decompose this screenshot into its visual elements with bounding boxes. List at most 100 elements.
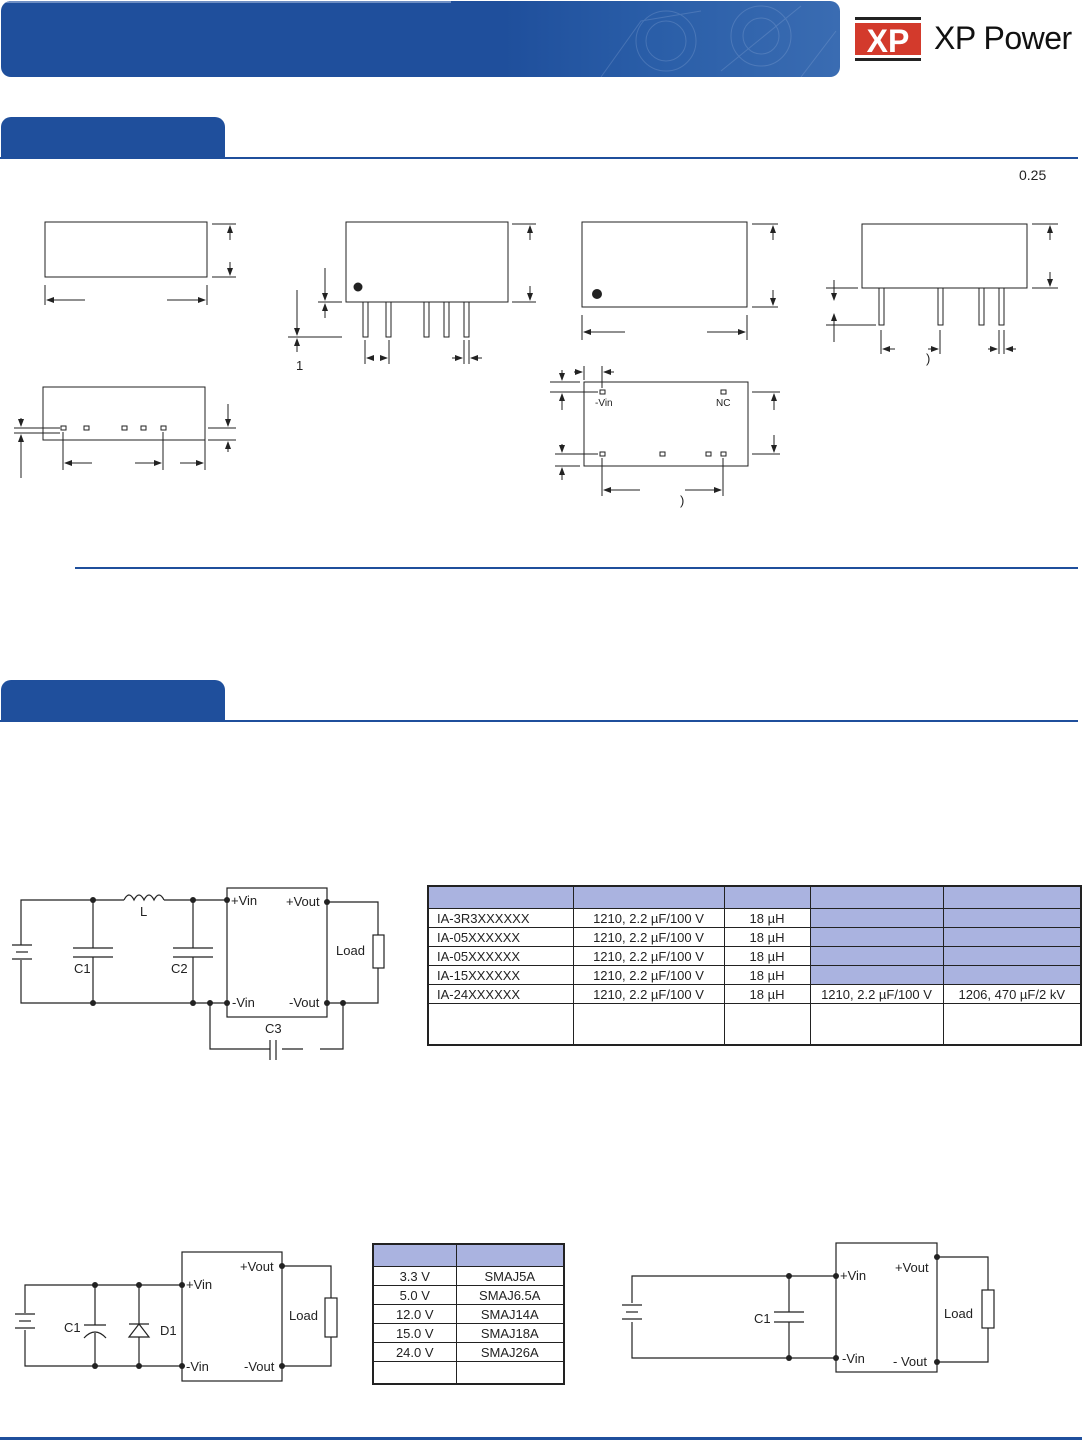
section-tab-applications (1, 680, 225, 721)
load-label: Load (336, 943, 365, 958)
end-view-note: ) (926, 351, 930, 366)
mechanical-drawings: 1 ) -Vin NC ) (14, 221, 1058, 508)
pvin-label: +Vin (840, 1268, 866, 1283)
voltage-cell: 15.0 V (372, 1323, 457, 1343)
footer-rule (0, 1437, 1082, 1440)
pvout-label: +Vout (240, 1259, 274, 1274)
l-cell: 18 µH (723, 908, 811, 928)
d1-label: D1 (160, 1323, 177, 1338)
divider (75, 567, 1078, 569)
pin-vin-label: -Vin (595, 398, 613, 409)
c2-label: C2 (171, 961, 188, 976)
banner-artwork (600, 5, 837, 77)
nvin-label: -Vin (232, 995, 255, 1010)
drawing-end-view (826, 223, 1058, 354)
section-rule (0, 157, 1078, 159)
tolerance-value: 0.25 (1019, 167, 1047, 183)
tvs-schematic: C1 D1 +Vin +Vout -Vin -Vout Load (15, 1251, 338, 1382)
part-cell: SMAJ26A (455, 1342, 565, 1362)
l-cell: 18 µH (723, 965, 811, 985)
pvout-label: +Vout (286, 894, 320, 909)
voltage-cell: 24.0 V (372, 1342, 457, 1362)
inductor-label: L (140, 904, 147, 919)
l-cell: 18 µH (723, 946, 811, 966)
voltage-cell: 12.0 V (372, 1304, 457, 1324)
section-tab-mechanical (1, 117, 225, 158)
c1-label: C1 (64, 1320, 81, 1335)
nvout-label: -Vout (244, 1359, 275, 1374)
part-cell: SMAJ6.5A (455, 1285, 565, 1305)
header-banner (1, 1, 840, 77)
pvin-label: +Vin (231, 893, 257, 908)
c1-cell: 1210, 2.2 µF/100 V (572, 965, 725, 985)
c2-cell (809, 908, 944, 928)
voltage-cell: 5.0 V (372, 1285, 457, 1305)
load-label: Load (289, 1308, 318, 1323)
pin-nc-label: NC (716, 398, 730, 409)
voltage-cell: 3.3 V (372, 1266, 457, 1286)
drawing-top-view-2 (581, 221, 778, 340)
model-cell: IA-05XXXXXX (427, 927, 574, 947)
c3-cell: 1206, 470 µF/2 kV (942, 984, 1082, 1004)
load-label: Load (944, 1306, 973, 1321)
c1-cell: 1210, 2.2 µF/100 V (572, 984, 725, 1004)
drawing-top-view (44, 221, 236, 305)
c1-cell: 1210, 2.2 µF/100 V (572, 946, 725, 966)
l-cell: 18 µH (723, 927, 811, 947)
table-row-empty (427, 1003, 1082, 1046)
model-cell: IA-15XXXXXX (427, 965, 574, 985)
capacitor-schematic: C1 +Vin +Vout -Vin - Vout Load (622, 1242, 995, 1373)
nvin-label: -Vin (842, 1351, 865, 1366)
table-row-empty (372, 1361, 565, 1385)
part-cell: SMAJ18A (455, 1323, 565, 1343)
pvin-label: +Vin (186, 1277, 212, 1292)
c1-cell: 1210, 2.2 µF/100 V (572, 927, 725, 947)
c2-cell: 1210, 2.2 µF/100 V (809, 984, 944, 1004)
c3-cell (942, 946, 1082, 966)
drawing-bottom-view-2 (550, 366, 780, 496)
c1-label: C1 (754, 1311, 771, 1326)
logo-mark-text: XP (867, 23, 910, 59)
model-cell: IA-24XXXXXX (427, 984, 574, 1004)
nvout-label: -Vout (289, 995, 320, 1010)
part-cell: SMAJ14A (455, 1304, 565, 1324)
c3-label: C3 (265, 1021, 282, 1036)
c2-cell (809, 965, 944, 985)
c2-cell (809, 927, 944, 947)
c1-label: C1 (74, 961, 91, 976)
c3-cell (942, 908, 1082, 928)
l-cell: 18 µH (723, 984, 811, 1004)
table-header-row (372, 1243, 565, 1267)
pin-1-label: 1 (296, 358, 303, 373)
c2-cell (809, 946, 944, 966)
nvout-label: - Vout (893, 1354, 927, 1369)
pvout-label: +Vout (895, 1260, 929, 1275)
drawing-side-view (288, 221, 536, 364)
section-rule-2 (0, 720, 1078, 722)
xp-logo-icon: XP (855, 17, 921, 61)
nvin-label: -Vin (186, 1359, 209, 1374)
part-cell: SMAJ5A (455, 1266, 565, 1286)
bottom-view-note: ) (680, 493, 684, 508)
brand-name: XP Power (934, 20, 1072, 56)
drawing-bottom-view (14, 386, 236, 478)
c3-cell (942, 965, 1082, 985)
filter-schematic: L C1 C2 C3 +Vin +Vout -Vin -Vout Load (12, 887, 385, 1060)
c1-cell: 1210, 2.2 µF/100 V (572, 908, 725, 928)
c3-cell (942, 927, 1082, 947)
model-cell: IA-3R3XXXXXX (427, 908, 574, 928)
model-cell: IA-05XXXXXX (427, 946, 574, 966)
table-header-row (427, 885, 1082, 909)
